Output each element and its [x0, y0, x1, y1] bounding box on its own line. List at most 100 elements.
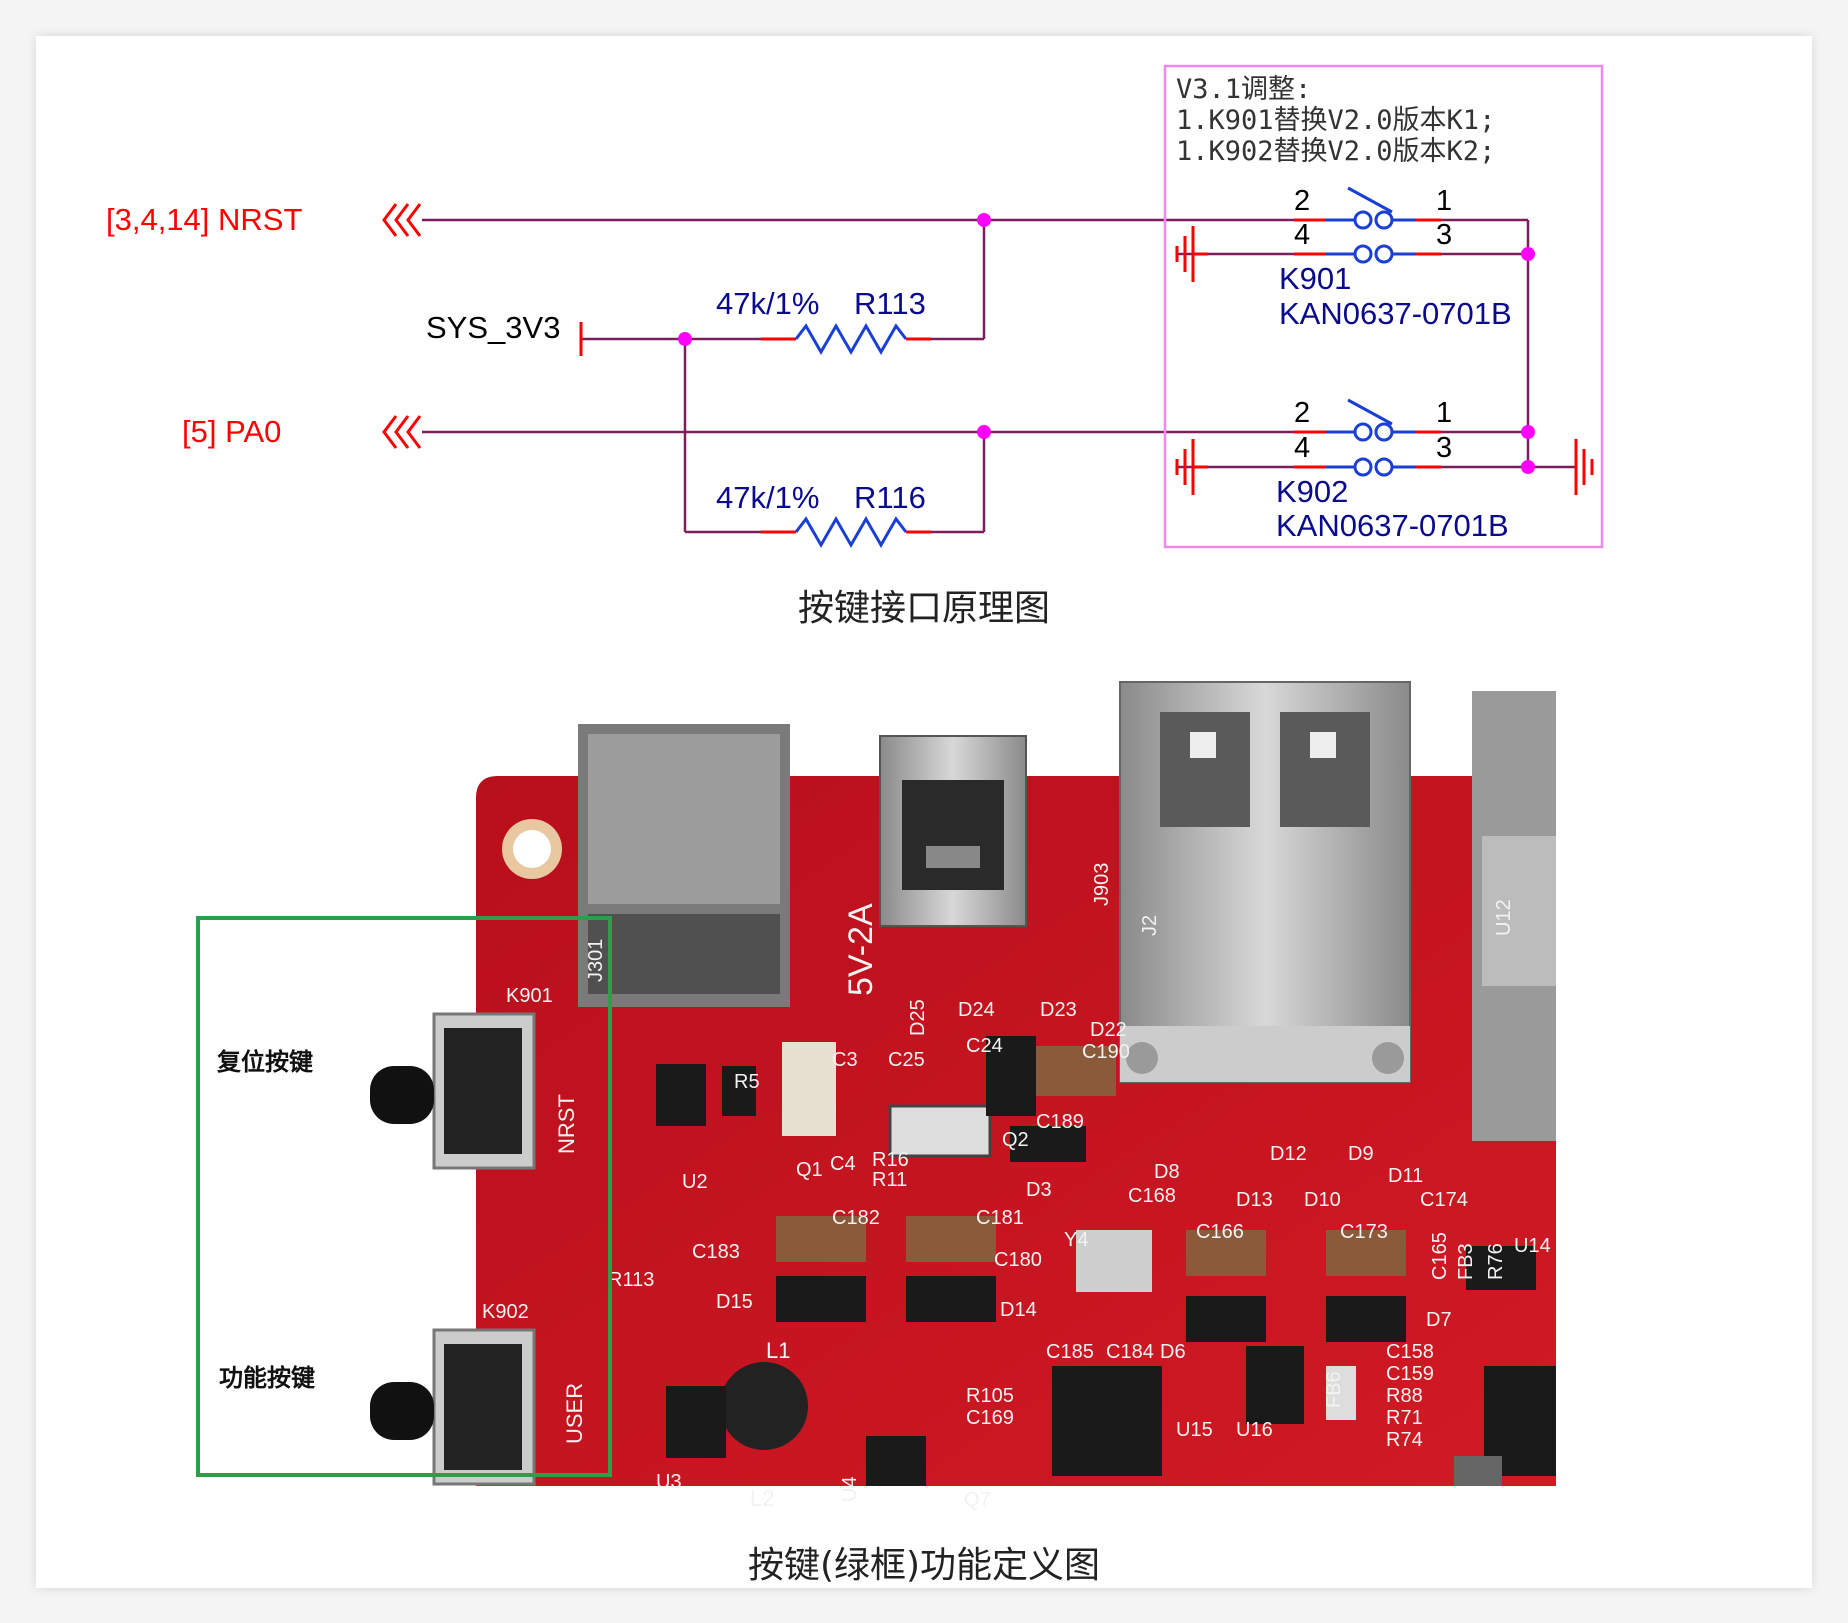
k901-pin2: 2 — [1294, 185, 1310, 217]
silk-c4: C4 — [830, 1153, 856, 1175]
silk-d7: D7 — [1426, 1309, 1452, 1331]
silk-c185: C185 — [1046, 1341, 1094, 1363]
silk-r76: R76 — [1485, 1243, 1507, 1280]
silk-c166: C166 — [1196, 1221, 1244, 1243]
silk-q7: Q7 — [964, 1489, 991, 1511]
ground-symbol-right — [1574, 439, 1594, 495]
k902-ref: K902 — [1276, 474, 1348, 509]
silk-fb6: FB6 — [1323, 1371, 1345, 1408]
k902-pin4: 4 — [1294, 432, 1310, 464]
dc-power-jack — [578, 724, 790, 1007]
function-button-label: 功能按键 — [219, 1364, 315, 1392]
silk-j301: J301 — [585, 939, 607, 982]
mini-usb-connector — [879, 735, 1027, 927]
silk-r105: R105 — [966, 1385, 1014, 1407]
ethernet-connector — [1472, 691, 1556, 1141]
silk-c184: C184 — [1106, 1341, 1154, 1363]
silk-c181: C181 — [976, 1207, 1024, 1229]
button-highlight-frame — [196, 916, 612, 1477]
silk-r71: R71 — [1386, 1407, 1423, 1429]
silk-c174: C174 — [1420, 1189, 1468, 1211]
silk-c25: C25 — [888, 1049, 925, 1071]
silk-d3: D3 — [1026, 1179, 1052, 1201]
reset-button-label: 复位按键 — [216, 1048, 313, 1076]
reset-button-k901 — [370, 1012, 536, 1170]
silk-c3: C3 — [832, 1049, 858, 1071]
k901-pin3: 3 — [1436, 219, 1452, 251]
pa0-offpage-arrow — [382, 415, 422, 449]
ground-symbol-k902 — [1175, 439, 1208, 495]
silk-r74: R74 — [1386, 1429, 1423, 1451]
switch-k902-symbol — [1294, 398, 1441, 477]
board-photo: K901 K902 NRST USER 5V-2A J2 J903 J301 U… — [196, 681, 1556, 1511]
silk-k902: K902 — [482, 1301, 529, 1323]
k901-ref: K901 — [1279, 261, 1351, 296]
r116-value: 47k/1% — [716, 480, 819, 515]
silk-k901: K901 — [506, 985, 553, 1007]
silk-j903: J903 — [1091, 863, 1113, 906]
silk-r5: R5 — [734, 1071, 760, 1093]
k901-pin1: 1 — [1436, 185, 1452, 217]
silk-c159: C159 — [1386, 1363, 1434, 1385]
silk-l1: L1 — [766, 1338, 790, 1363]
note-line-1: V3.1调整: — [1176, 74, 1311, 105]
silk-l2: L2 — [750, 1486, 774, 1511]
silk-r88: R88 — [1386, 1385, 1423, 1407]
photo-caption: 按键(绿框)功能定义图 — [747, 1545, 1101, 1586]
silk-d9: D9 — [1348, 1143, 1374, 1165]
silk-d25: D25 — [907, 999, 929, 1036]
silk-u3: U3 — [656, 1471, 682, 1493]
silk-5v-2a: 5V-2A — [842, 903, 880, 996]
silk-q1: Q1 — [796, 1159, 823, 1181]
nrst-net-label: [3,4,14] NRST — [106, 202, 302, 237]
smd-components — [656, 1036, 1556, 1486]
silk-c190: C190 — [1082, 1041, 1130, 1063]
silk-d13: D13 — [1236, 1189, 1273, 1211]
k902-pin2: 2 — [1294, 397, 1310, 429]
silk-fb3: FB3 — [1455, 1243, 1477, 1280]
silk-user: USER — [562, 1383, 587, 1444]
r113-ref: R113 — [854, 286, 926, 321]
ground-symbol-k901 — [1175, 226, 1208, 282]
k902-part: KAN0637-0701B — [1276, 508, 1509, 543]
silk-j2: J2 — [1139, 915, 1161, 936]
silk-u4: U4 — [839, 1476, 861, 1502]
silk-c168: C168 — [1128, 1185, 1176, 1207]
content-card: [3,4,14] NRST [5] PA0 SYS_3V3 — [36, 36, 1812, 1588]
silk-c169: C169 — [966, 1407, 1014, 1429]
silk-d6: D6 — [1160, 1341, 1186, 1363]
silk-d15: D15 — [716, 1291, 753, 1313]
silk-y4: Y4 — [1064, 1229, 1088, 1251]
silk-u15: U15 — [1176, 1419, 1213, 1441]
silk-d11: D11 — [1388, 1165, 1423, 1187]
k902-pin3: 3 — [1436, 432, 1452, 464]
switch-k901-symbol — [1294, 186, 1441, 264]
silk-u12: U12 — [1493, 899, 1515, 936]
junction-dots — [678, 213, 1535, 474]
silk-c24: C24 — [966, 1035, 1003, 1057]
silk-r16: R16 — [872, 1149, 909, 1171]
function-button-k902 — [370, 1328, 536, 1486]
r113-value: 47k/1% — [716, 286, 819, 321]
silk-d8: D8 — [1154, 1161, 1180, 1183]
silk-nrst: NRST — [554, 1094, 579, 1154]
silk-d24: D24 — [958, 999, 995, 1021]
k901-pin4: 4 — [1294, 219, 1310, 251]
sys-3v3-label: SYS_3V3 — [426, 310, 560, 345]
silk-c165: C165 — [1429, 1232, 1451, 1280]
silk-c189: C189 — [1036, 1111, 1084, 1133]
silk-r113: R113 — [608, 1269, 654, 1291]
silk-d23: D23 — [1040, 999, 1077, 1021]
silk-u16: U16 — [1236, 1419, 1273, 1441]
nrst-offpage-arrow — [382, 203, 422, 237]
silk-c173: C173 — [1340, 1221, 1388, 1243]
silk-c183: C183 — [692, 1241, 740, 1263]
silk-q2: Q2 — [1002, 1129, 1029, 1151]
revision-note-box — [1163, 64, 1604, 549]
silk-d22: D22 — [1090, 1019, 1127, 1041]
pa0-net-label: [5] PA0 — [182, 414, 281, 449]
note-line-2: 1.K901替换V2.0版本K1; — [1176, 105, 1495, 136]
k902-pin1: 1 — [1436, 397, 1452, 429]
silk-c180: C180 — [994, 1249, 1042, 1271]
resistor-r113-symbol — [761, 322, 931, 356]
